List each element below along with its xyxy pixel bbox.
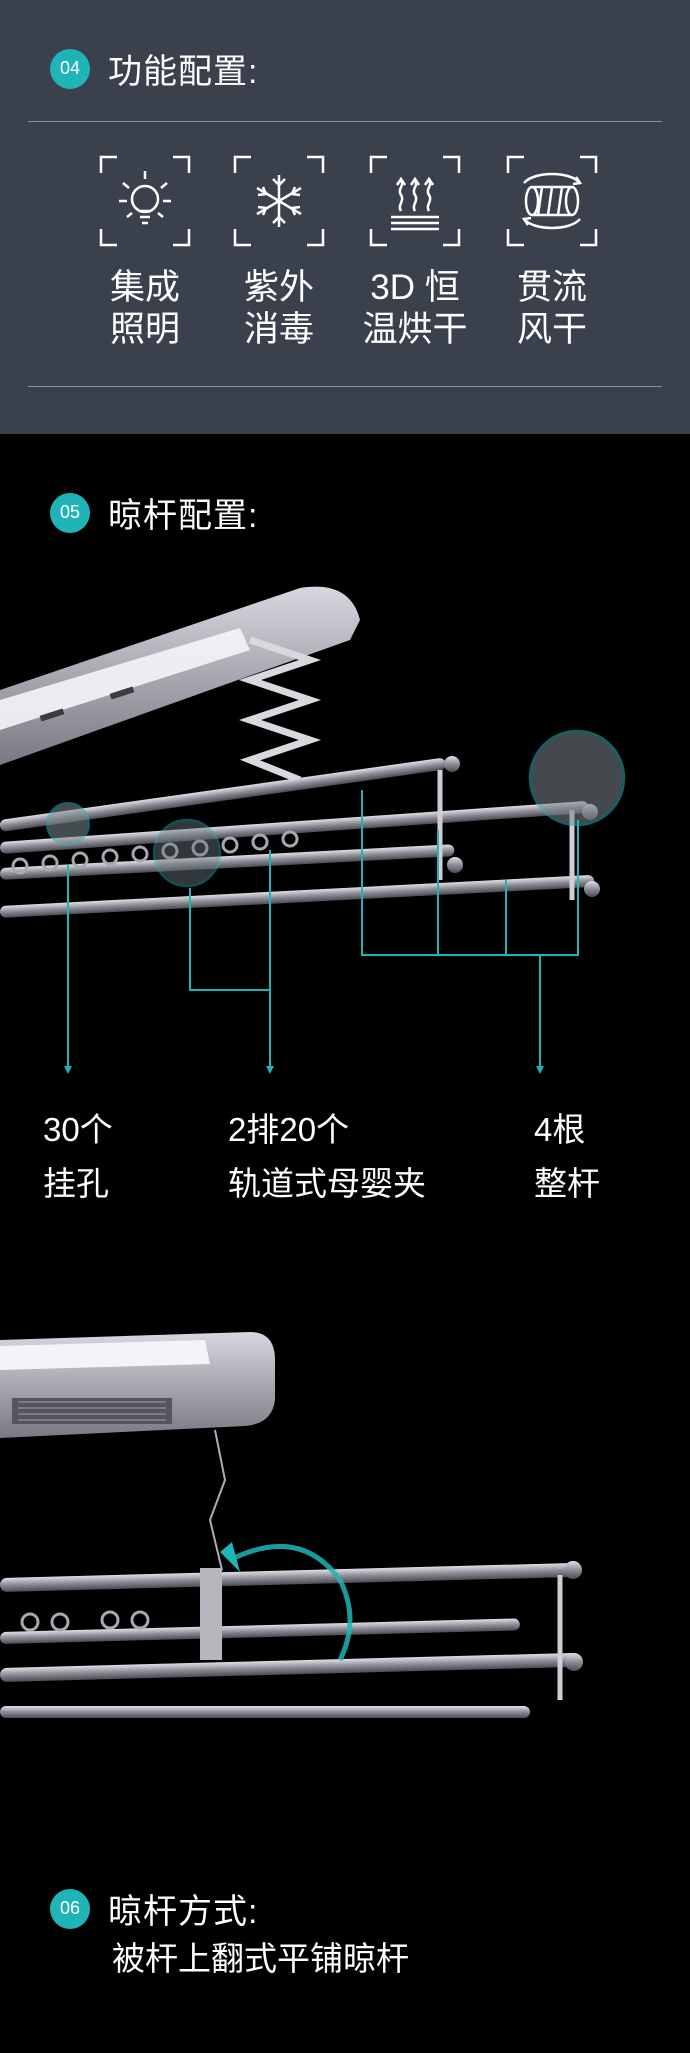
caption-full-rods: 4根 整杆 <box>534 1111 600 1202</box>
rod <box>0 1618 520 1644</box>
scissor-lift <box>238 636 322 784</box>
feature-uv-disinfection: 紫外 消毒 <box>219 153 339 351</box>
divider-bottom <box>28 386 662 387</box>
heat-waves-icon <box>369 155 461 247</box>
drying-rack-illustration <box>0 586 626 1074</box>
rod <box>0 1653 580 1682</box>
section-number-badge: 06 <box>50 1888 90 1929</box>
feature-integrated-lighting: 集成 照明 <box>85 153 205 351</box>
section-title: 晾杆配置: <box>108 497 259 535</box>
rod <box>0 875 595 918</box>
rod <box>0 758 446 832</box>
lift-cable <box>208 1429 227 1571</box>
divider-top <box>28 121 662 122</box>
clip-highlight <box>152 818 222 888</box>
section-title: 晾杆方式: <box>108 1893 259 1931</box>
rod <box>0 1563 580 1592</box>
lightbulb-icon <box>99 155 191 247</box>
hang-hole-highlight <box>46 802 90 846</box>
feature-label: 3D 恒 温烘干 <box>362 268 468 349</box>
section-number-badge: 05 <box>50 492 90 533</box>
section-number-badge: 04 <box>50 48 90 89</box>
feature-label: 贯流 风干 <box>516 268 587 349</box>
feature-3d-heat-drying: 3D 恒 温烘干 <box>355 153 475 351</box>
feature-crossflow-air-dry: 贯流 风干 <box>492 153 612 351</box>
callout-lines <box>67 790 579 1070</box>
rod-config-header: 05 晾杆配置: <box>50 488 258 537</box>
caption-hang-holes: 30个 挂孔 <box>43 1111 113 1202</box>
caption-baby-clips: 2排20个 轨道式母婴夹 <box>228 1111 426 1202</box>
method-header: 06 晾杆方式: <box>50 1884 258 1933</box>
snowflake-icon <box>233 155 325 247</box>
baby-clips <box>20 1610 150 1632</box>
rack-body <box>0 586 360 765</box>
section-title: 功能配置: <box>108 53 259 91</box>
feature-label: 紫外 消毒 <box>243 268 314 349</box>
function-config-panel <box>0 0 690 434</box>
flip-arrow <box>228 1543 353 1662</box>
rod <box>0 1706 530 1718</box>
method-description: 被杆上翻式平铺晾杆 <box>112 1940 409 1977</box>
light-panel <box>0 1340 210 1370</box>
airflow-icon <box>506 155 598 247</box>
function-config-header: 04 功能配置: <box>50 44 258 93</box>
rack-flip-illustration <box>0 1332 583 1718</box>
rod-highlight <box>528 729 626 827</box>
rod-bracket <box>200 1568 222 1660</box>
feature-label: 集成 照明 <box>109 268 180 349</box>
light-panel <box>0 628 250 730</box>
baby-clips <box>11 830 299 875</box>
rod <box>0 844 455 880</box>
